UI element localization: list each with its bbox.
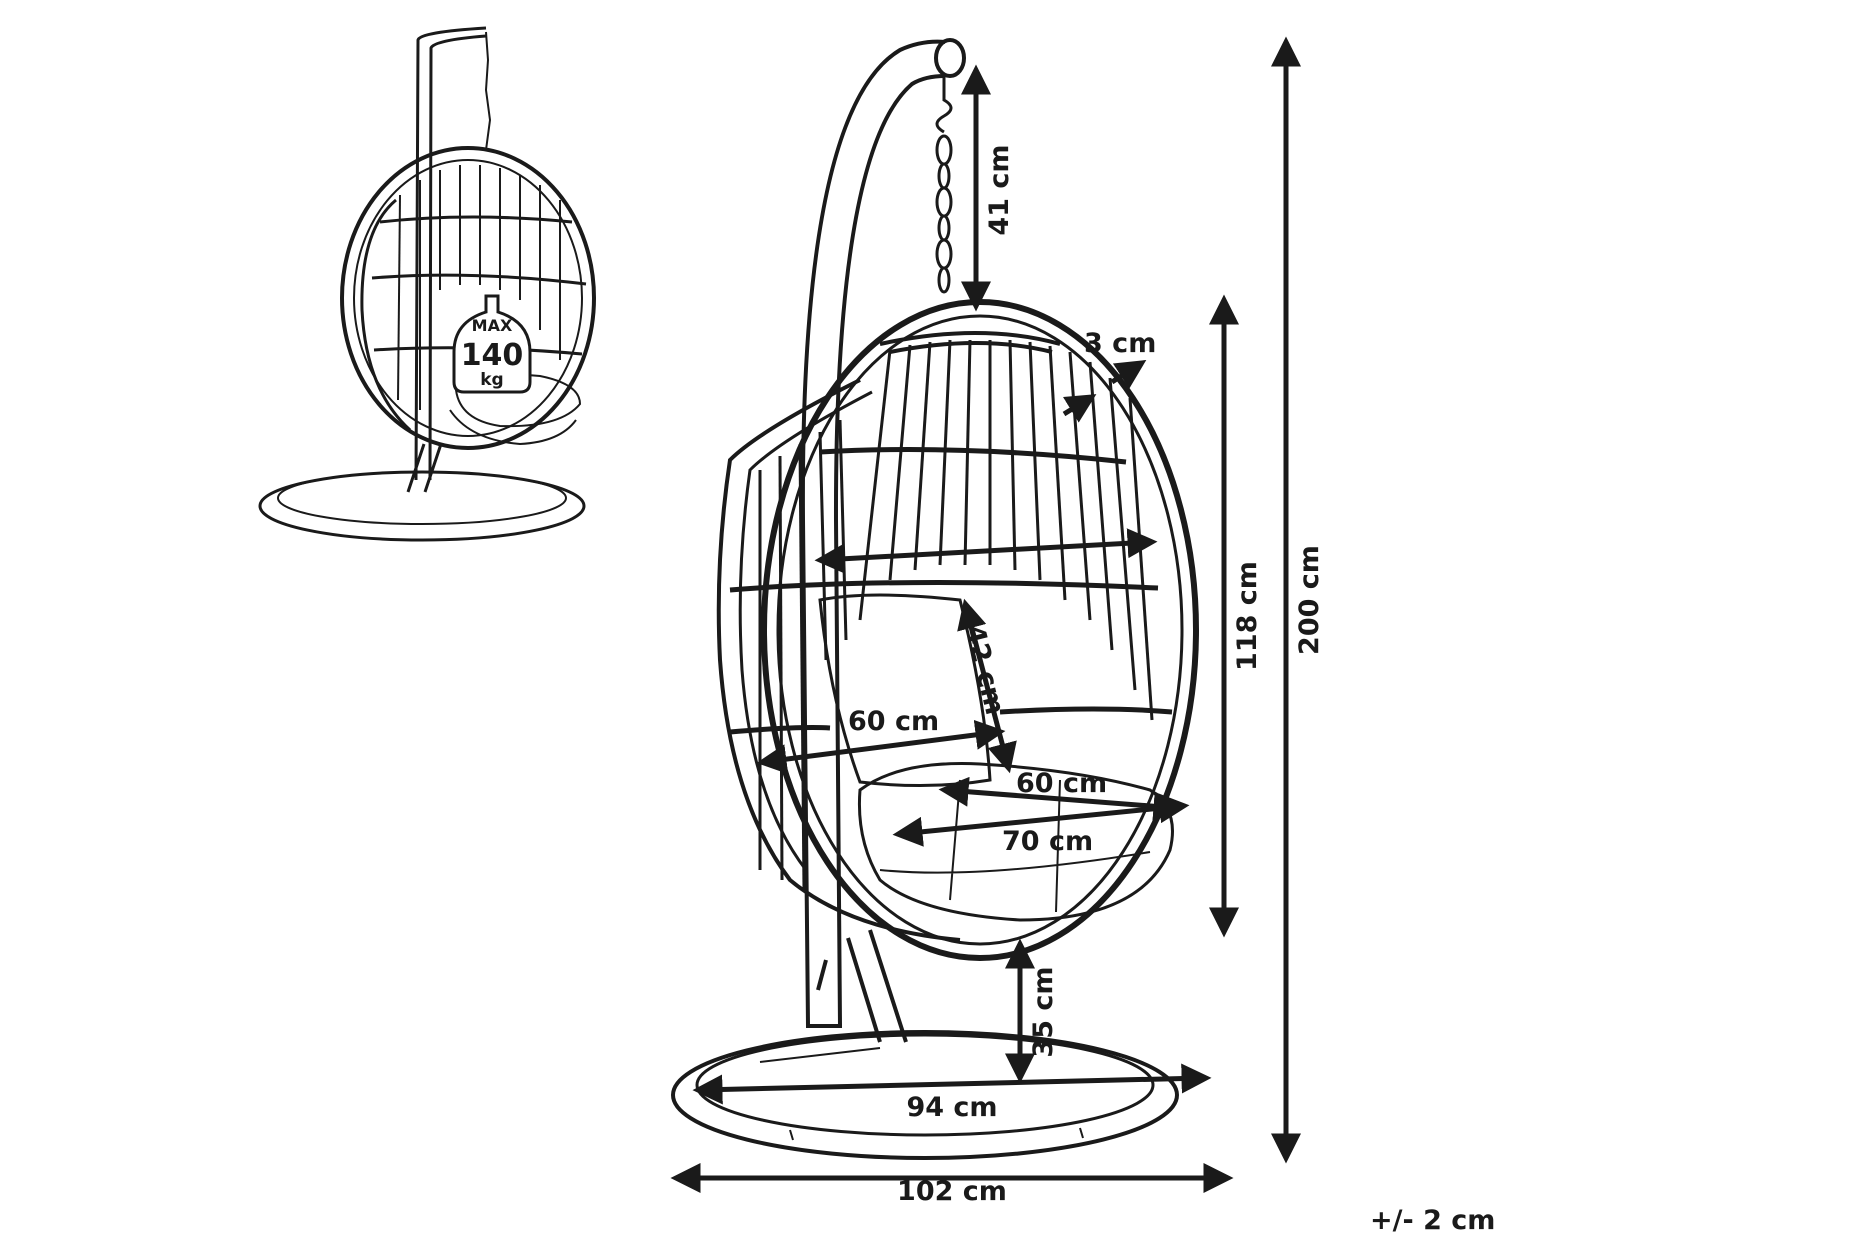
- inner-width-arrow: [756, 719, 1006, 775]
- seat-width-arrow: [892, 793, 1190, 847]
- base-diameter-arrow: [692, 1063, 1212, 1105]
- inner-width-label: 60 cm: [848, 706, 939, 737]
- main-egg-back: [716, 378, 961, 942]
- thumbnail-stand: [406, 26, 487, 493]
- badge-unit-text: kg: [480, 370, 503, 390]
- max-weight-badge: MAX 140 kg: [452, 294, 532, 394]
- chain-links: [935, 134, 953, 294]
- main-stand: [800, 39, 946, 1027]
- dimension-arrows: [670, 36, 1301, 1193]
- main-chain: [935, 76, 953, 134]
- seat-width-label: 70 cm: [1002, 826, 1093, 857]
- chain-length-label: 41 cm: [984, 144, 1015, 235]
- thumbnail-chair: [258, 26, 596, 542]
- thumbnail-egg: [340, 146, 596, 450]
- ground-clearance-label: 35 cm: [1028, 966, 1059, 1057]
- base-diameter-label: 94 cm: [906, 1092, 997, 1123]
- main-bands: [729, 447, 1173, 735]
- backrest-height-label: 42 cm: [958, 622, 1010, 718]
- inner-width-arrow-top: [814, 528, 1158, 574]
- thumbnail-chain: [484, 31, 492, 151]
- total-width-label: 102 cm: [897, 1176, 1007, 1207]
- egg-height-label: 118 cm: [1232, 561, 1263, 671]
- total-height-label: 200 cm: [1294, 545, 1325, 655]
- rim-arrow-inner: [1062, 394, 1097, 423]
- tolerance-note: +/- 2 cm: [1370, 1205, 1496, 1236]
- main-chair: [671, 38, 1199, 1160]
- badge-max-text: MAX: [472, 316, 513, 335]
- rim-arrow-outer: [1110, 359, 1147, 389]
- kettlebell-icon: [452, 294, 532, 394]
- cushion-width-label: 60 cm: [1016, 768, 1107, 799]
- rim-thickness-label: 3 cm: [1084, 328, 1156, 359]
- badge-weight-value: 140: [461, 338, 524, 373]
